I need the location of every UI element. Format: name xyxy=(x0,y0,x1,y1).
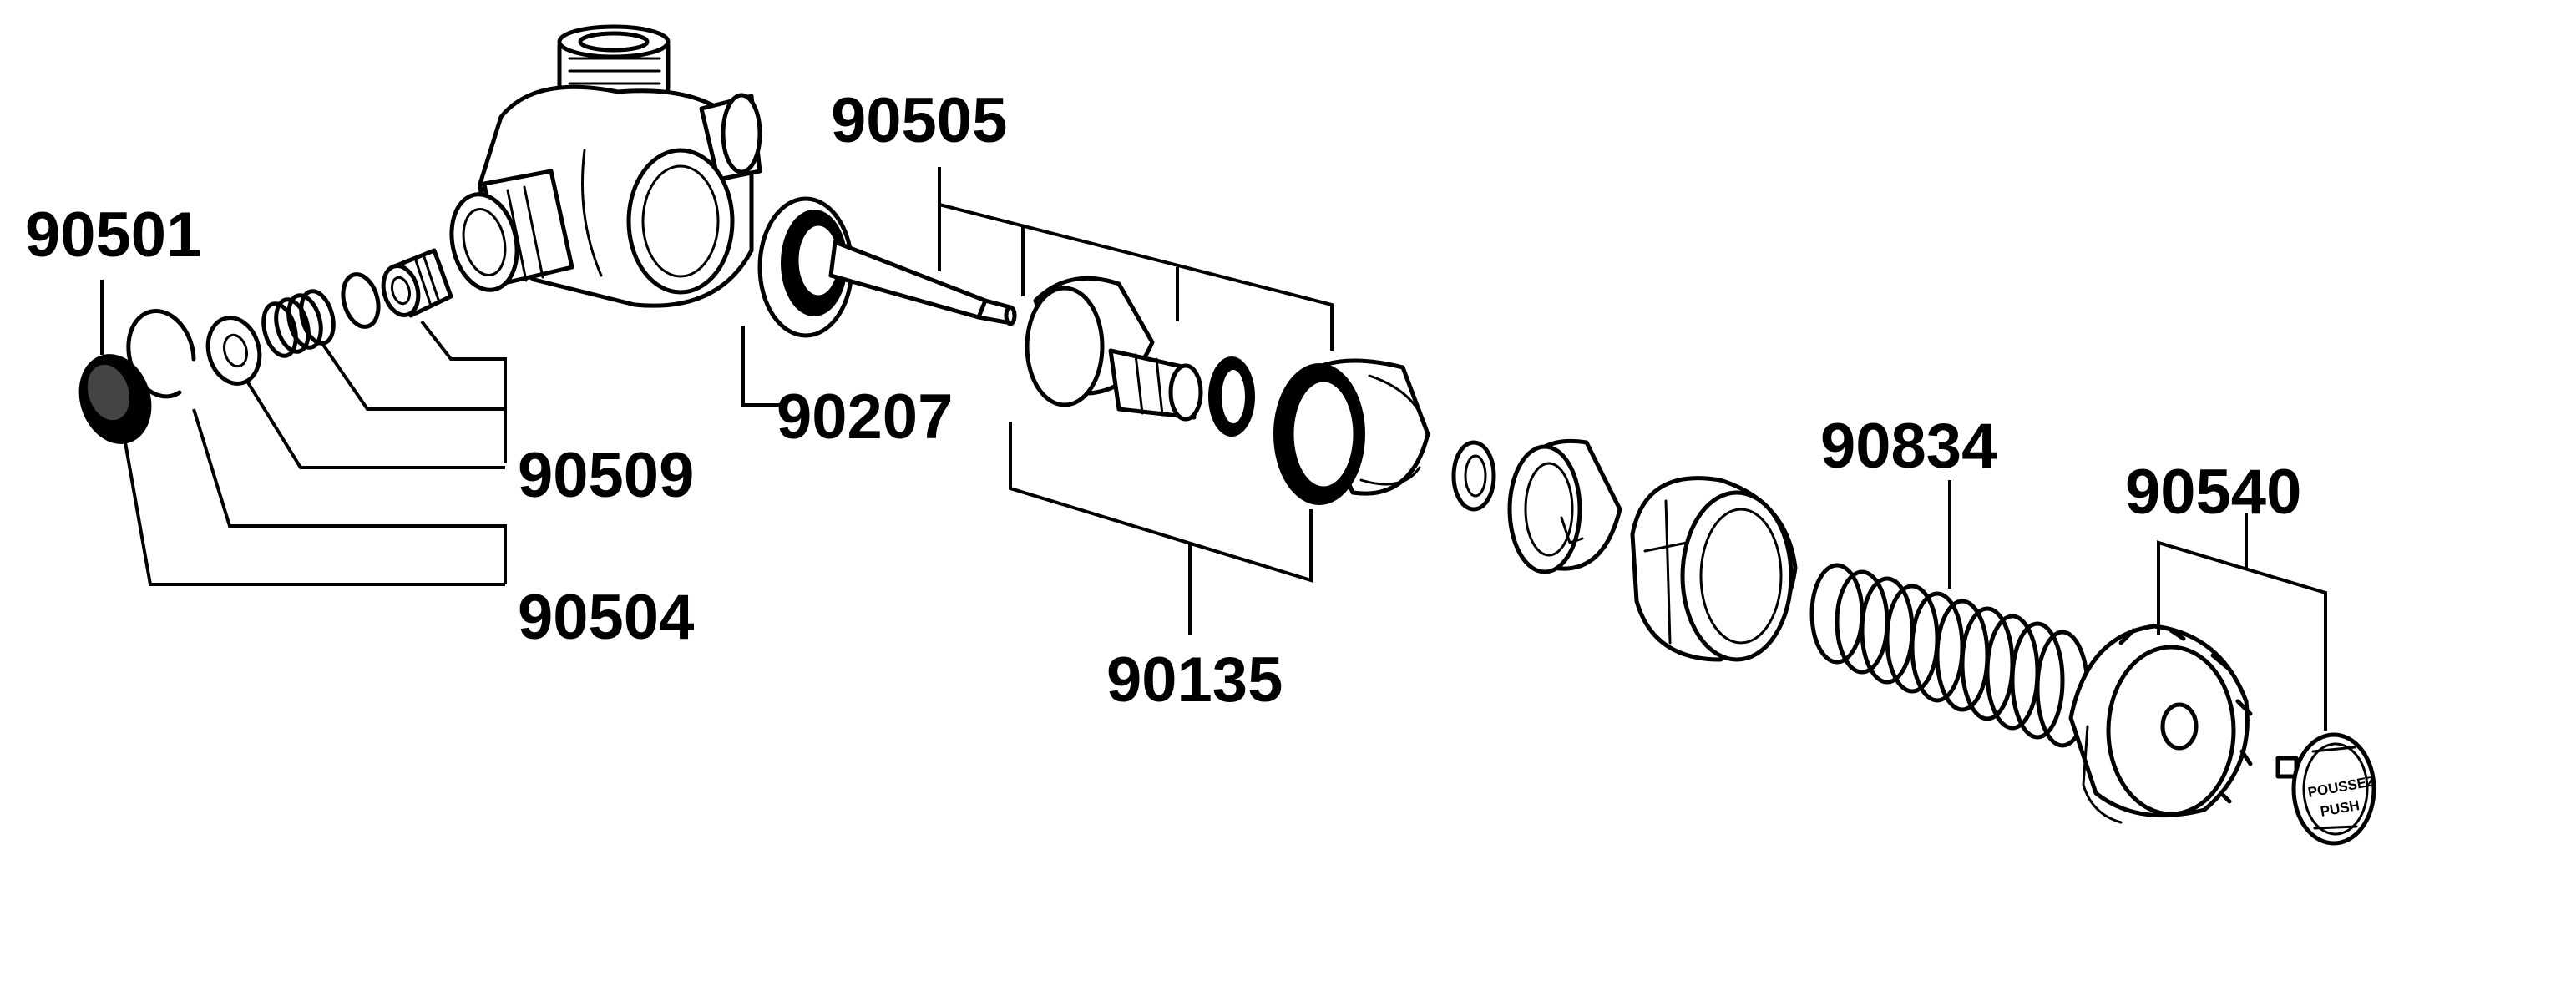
leader-lines xyxy=(100,167,2327,731)
part-long-spring xyxy=(1809,563,2090,748)
label-90504: 90504 xyxy=(518,582,694,653)
part-bushing xyxy=(1507,438,1622,574)
part-small-sleeve xyxy=(381,248,453,318)
label-90501: 90501 xyxy=(25,200,201,271)
part-black-cap xyxy=(78,354,152,444)
label-90509: 90509 xyxy=(518,440,694,511)
part-cap-knob xyxy=(2068,624,2253,824)
part-ring-2 xyxy=(1451,440,1496,512)
label-90207: 90207 xyxy=(777,382,953,453)
part-hex-nut xyxy=(1630,476,1798,662)
part-push-button: POUSSEZ PUSH xyxy=(2275,732,2376,846)
label-90505: 90505 xyxy=(831,85,1007,156)
label-90834: 90834 xyxy=(1820,411,1997,482)
part-piston-cylinder xyxy=(1273,358,1430,505)
part-o-ring xyxy=(1208,356,1255,437)
part-small-spring xyxy=(261,289,336,358)
part-seat-disc-stem xyxy=(757,196,1017,338)
part-circlip xyxy=(126,309,196,399)
part-small-ring xyxy=(341,272,381,329)
part-washer xyxy=(205,316,262,386)
label-90135: 90135 xyxy=(1106,645,1283,715)
part-valve-body xyxy=(449,24,762,308)
part-piston xyxy=(1025,276,1203,422)
label-90540: 90540 xyxy=(2125,457,2301,528)
